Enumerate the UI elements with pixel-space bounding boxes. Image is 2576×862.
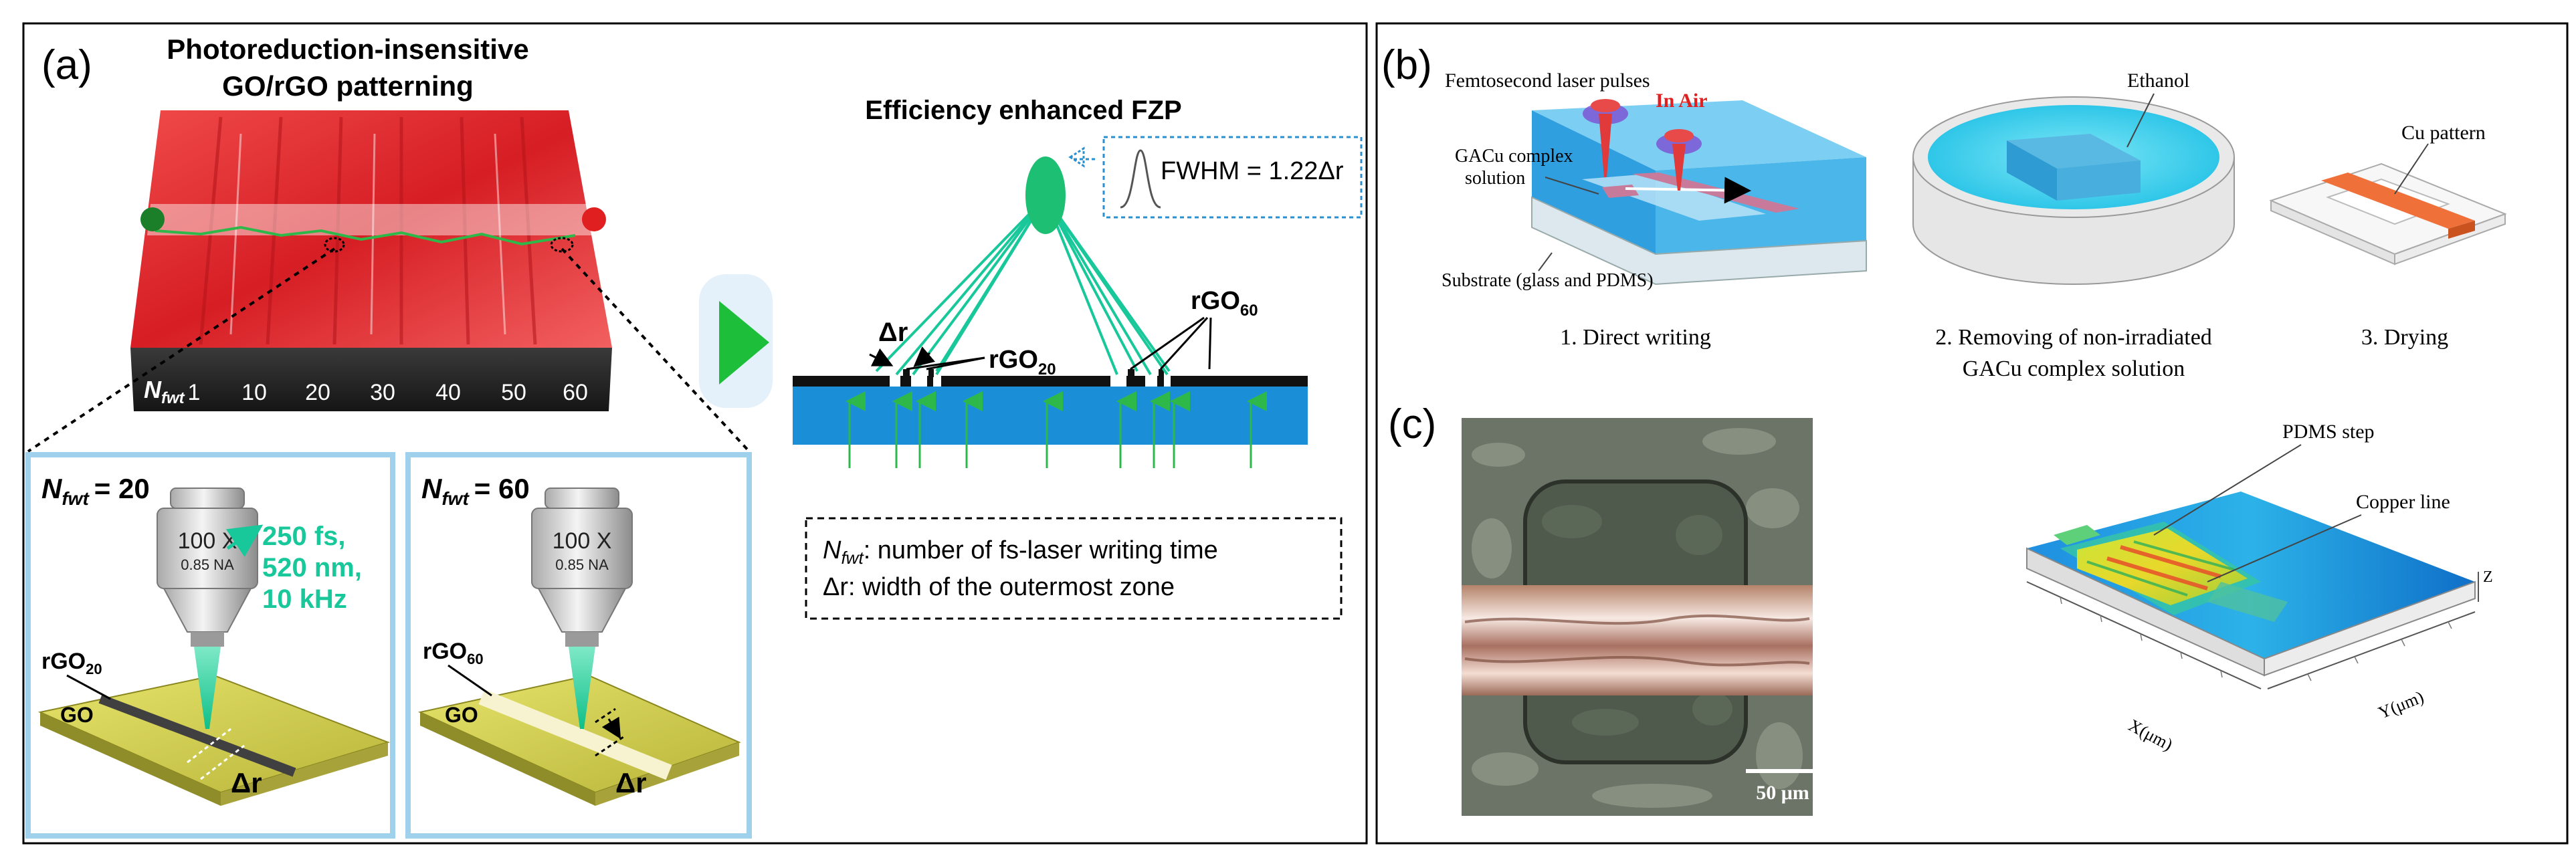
go-label-left: GO (60, 703, 94, 727)
objective-mag-left: 100 X (178, 528, 237, 554)
nfwt-tick: 30 (370, 380, 395, 405)
surface-top (130, 110, 612, 348)
nfwt-tick: 40 (435, 380, 461, 405)
legend-line1: Nfwt: number of fs-laser writing time (823, 536, 1218, 568)
cu-pattern-label: Cu pattern (2401, 122, 2486, 144)
nfwt-tick: 60 (563, 380, 588, 405)
objective-mag-right: 100 X (553, 528, 612, 554)
step3-caption: 3. Drying (2361, 325, 2448, 350)
fzp-title: Efficiency enhanced FZP (865, 96, 1181, 125)
transition-arrow (699, 274, 773, 408)
nfwt-tick-labels: 1 10 20 30 40 50 60 (188, 380, 588, 405)
rgo20-label-inset: rGO20 (41, 649, 102, 677)
inset-right-nfwt-label: Nfwt= 60 (421, 473, 530, 509)
step1-caption: 1. Direct writing (1560, 325, 1711, 350)
panel-a-title-line1: Photoreduction-insensitive (167, 33, 528, 65)
substrate-label: Substrate (glass and PDMS) (1442, 270, 1654, 291)
step2-removing: Ethanol 2. Removing of non-irradiated GA… (1912, 70, 2235, 381)
copper-line-label: Copper line (2356, 491, 2450, 513)
fwhm-peak-curve (1120, 149, 1161, 209)
nfwt-tick: 1 (188, 380, 201, 405)
solution-label-line1: GACu complex (1455, 146, 1573, 167)
focal-spot (1025, 156, 1066, 234)
nfwt-axis-label: Nfwt (144, 376, 185, 407)
fwhm-label: FWHM = 1.22Δr (1161, 157, 1344, 185)
red-marker-dot (582, 207, 606, 231)
laser-param-wavelength: 520 nm, (262, 553, 362, 582)
objective-lens-right: 100 X 0.85 NA (531, 488, 633, 647)
laser-beam-left (194, 647, 221, 729)
fzp-substrate (793, 385, 1308, 445)
panel-a-title-line2: GO/rGO patterning (222, 70, 474, 102)
go-slab-left-side (40, 712, 221, 806)
objective-na-left: 0.85 NA (181, 556, 234, 573)
pdms-step-label: PDMS step (2282, 421, 2375, 443)
copper-line-image (1462, 585, 1813, 695)
fzp-zone-gaps (890, 374, 1171, 387)
zoom-line-right (561, 247, 751, 453)
rgo-line-left (98, 694, 296, 777)
nfwt-tick: 50 (501, 380, 526, 405)
panel-a-legend: Nfwt: number of fs-laser writing time Δr… (805, 517, 1343, 620)
fzp-diagram: Efficiency enhanced FZP (793, 96, 1363, 468)
step3-drying: Cu pattern 3. Drying (2269, 122, 2507, 350)
dr-label-right: Δr (615, 767, 647, 798)
play-arrow-icon (719, 301, 769, 385)
laser-param-rate: 10 kHz (262, 584, 347, 614)
rgo-line-right (478, 689, 672, 780)
fzp-rgo20-label: rGO20 (989, 346, 1056, 379)
laser-beam-right (569, 647, 595, 729)
inset-nfwt-20: Nfwt= 20 100 X 0.85 NA 250 fs, 520 nm, 1… (25, 452, 395, 839)
inset-left-nfwt-label: Nfwt= 20 (41, 473, 150, 509)
diffracted-rays (875, 196, 1171, 376)
scale-bar (1746, 769, 1819, 773)
surface-block-side (130, 348, 612, 411)
objective-na-right: 0.85 NA (555, 556, 609, 573)
legend-line2: Δr: width of the outermost zone (823, 573, 1175, 601)
fwhm-box (1102, 136, 1363, 219)
legend-box (805, 517, 1343, 620)
step2-caption-line1: 2. Removing of non-irradiated (1935, 325, 2212, 350)
optical-micrograph: 50 μm (1462, 418, 1819, 816)
written-track (1632, 173, 1799, 213)
step1-direct-writing: Femtosecond laser pulses In Air GACu com… (1442, 70, 1867, 350)
scan-band (147, 204, 592, 235)
in-air-label: In Air (1656, 90, 1708, 112)
nfwt-tick: 20 (305, 380, 330, 405)
laser-params-arrow (225, 524, 264, 557)
inset-nfwt-60: Nfwt= 60 100 X 0.85 NA rGO60 GO (405, 452, 752, 839)
go-rgo-surface-block: Nfwt 1 10 20 30 40 50 60 (27, 110, 751, 453)
fzp-rgo60-label: rGO60 (1191, 287, 1258, 320)
panel-bc: (b) Femtosecond laser pulses In Air GACu… (1375, 22, 2569, 845)
rgo60-label-inset: rGO60 (423, 639, 484, 667)
scale-bar-label: 50 μm (1756, 782, 1809, 804)
surface-texture (199, 116, 537, 345)
nfwt-tick: 10 (241, 380, 267, 405)
step2-caption-line2: GACu complex solution (1963, 356, 2185, 381)
zoom-line-left (27, 247, 336, 453)
laser-pulses-label: Femtosecond laser pulses (1445, 70, 1650, 92)
ethanol-label: Ethanol (2127, 70, 2189, 92)
cu-pattern-shape (2321, 173, 2475, 229)
fzp-dr-label: Δr (878, 318, 908, 347)
go-label-right: GO (445, 703, 478, 727)
profile-line (155, 225, 576, 246)
dr-label-left: Δr (231, 767, 262, 798)
z-axis-label: Z (2483, 568, 2493, 586)
panel-c-label: (c) (1388, 401, 1436, 447)
panel-a-label: (a) (41, 42, 92, 88)
incident-arrows (846, 391, 1267, 468)
solution-label-line2: solution (1465, 168, 1525, 189)
laser-param-pulse: 250 fs, (262, 522, 346, 551)
green-marker-dot (140, 207, 165, 231)
panel-b-label: (b) (1381, 42, 1432, 88)
panel-a: (a) Photoreduction-insensitive GO/rGO pa… (22, 22, 1368, 845)
